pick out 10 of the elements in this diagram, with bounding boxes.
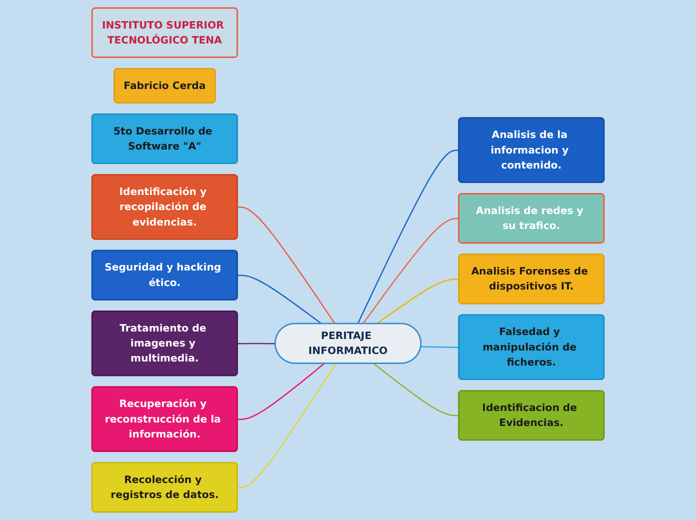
connector (420, 346, 460, 348)
connector (376, 278, 460, 324)
connector (238, 342, 276, 344)
connector (373, 363, 460, 416)
connector (238, 363, 325, 420)
connector (238, 274, 322, 324)
connector (238, 206, 336, 324)
connector (357, 150, 460, 324)
connector (362, 218, 460, 324)
connector (238, 363, 336, 488)
